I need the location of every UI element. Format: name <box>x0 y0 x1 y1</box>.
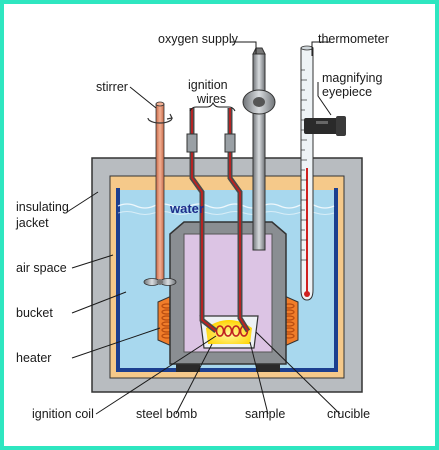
label-heater: heater <box>16 351 51 365</box>
label-ignition-wires-line1: ignition <box>188 78 228 92</box>
label-magnifying-eyepiece-line2: eyepiece <box>322 85 372 99</box>
label-magnifying-eyepiece-line1: magnifying <box>322 71 382 85</box>
label-thermometer: thermometer <box>318 32 389 46</box>
sample <box>206 320 252 344</box>
label-ignition-coil: ignition coil <box>32 407 94 421</box>
leader-lines <box>66 41 341 415</box>
label-steel-bomb: steel bomb <box>136 407 197 421</box>
label-bucket: bucket <box>16 306 53 320</box>
label-water: water <box>169 201 204 216</box>
label-stirrer: stirrer <box>96 80 128 94</box>
label-insulating-jacket-line1: insulating <box>16 200 69 214</box>
label-crucible: crucible <box>327 407 370 421</box>
bomb-calorimeter-diagram: oxygen supply thermometer stirrer igniti… <box>15 32 389 421</box>
stirrer <box>143 101 177 286</box>
oxygen-supply-tube <box>242 47 276 251</box>
thermometer <box>300 45 314 301</box>
bucket-feet <box>176 364 280 372</box>
label-ignition-wires-line2: wires <box>196 92 226 106</box>
label-insulating-jacket-line2: jacket <box>15 216 49 230</box>
label-oxygen-supply: oxygen supply <box>158 32 239 46</box>
magnifying-eyepiece <box>304 116 346 136</box>
ignition-wires <box>186 108 251 333</box>
diagram-frame: oxygen supply thermometer stirrer igniti… <box>4 4 435 446</box>
label-sample: sample <box>245 407 285 421</box>
label-air-space: air space <box>16 261 67 275</box>
